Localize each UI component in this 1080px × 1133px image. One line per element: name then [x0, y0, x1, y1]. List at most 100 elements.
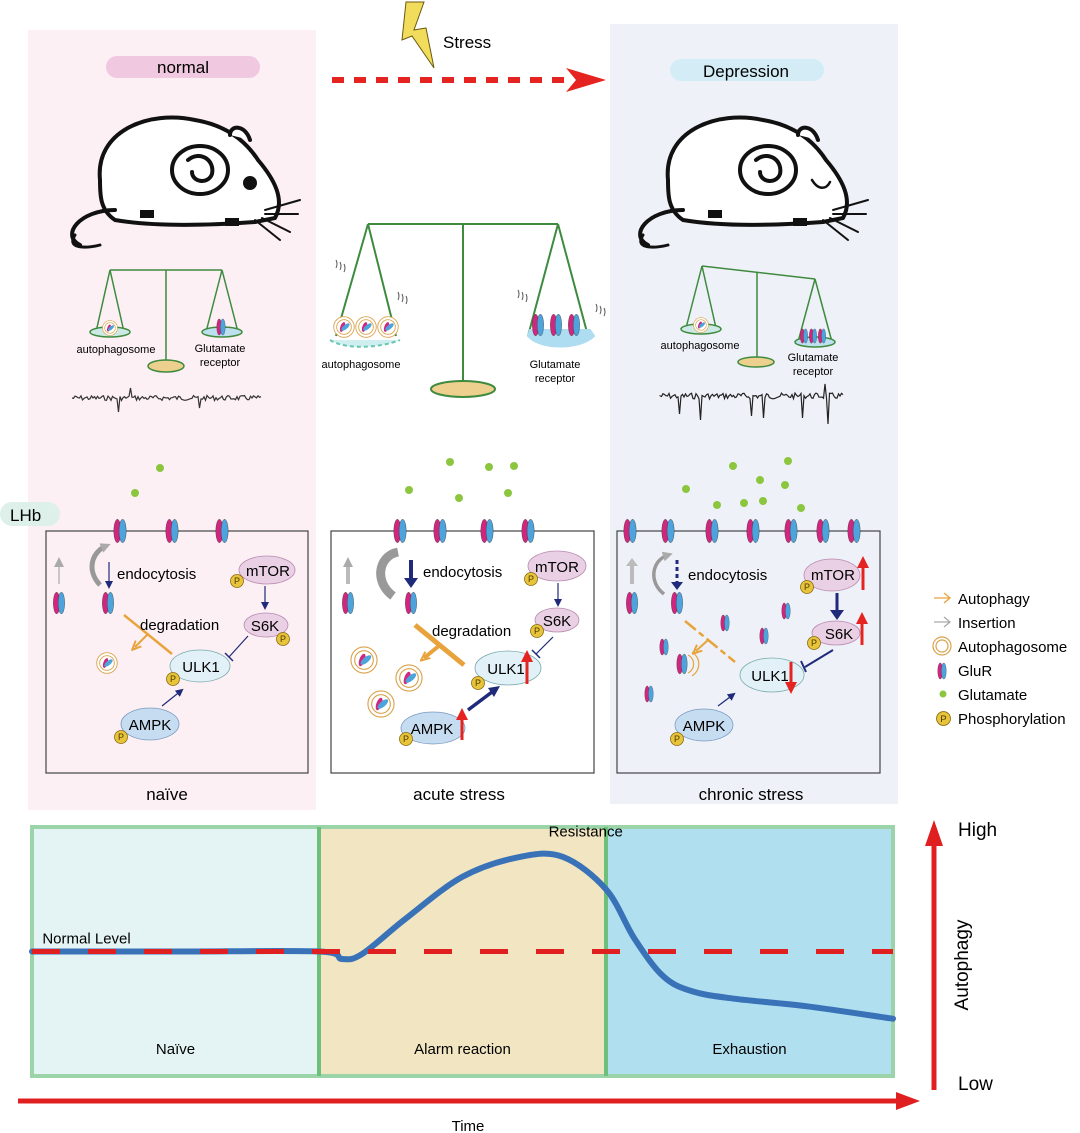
- y-axis-label: Autophagy: [952, 919, 973, 1010]
- stress-arrowhead-icon: [566, 68, 606, 92]
- naive-electrophysiology-trace: [71, 387, 262, 413]
- surface-glur-icon: [784, 519, 798, 543]
- chronic-cell-pathway: endocytosis mTOR S6K ULK1 AMPK: [626, 551, 869, 746]
- normal-pill: normal: [106, 56, 260, 78]
- y-low-label: Low: [958, 1074, 993, 1095]
- glur-icon: [818, 328, 826, 344]
- endocytosis-label: endocytosis: [688, 567, 767, 584]
- recycling-arrow-icon: [89, 543, 111, 587]
- surface-glur-icon: [393, 519, 407, 543]
- ulk1-label: ULK1: [182, 659, 220, 676]
- autophagosome-icon: [932, 636, 952, 656]
- glutamate-dot: [504, 489, 512, 497]
- inhibition-line: [228, 635, 249, 658]
- acute-cell-box: [330, 530, 595, 774]
- glur-icon: [759, 627, 769, 645]
- surface-glur-icon: [623, 519, 637, 543]
- acute-stress-caption: acute stress: [413, 785, 505, 804]
- depressed-mouse-icon: [638, 115, 869, 249]
- autophagy-arrow-icon: [696, 639, 709, 651]
- glutamate-receptor-label: Glutamate: [788, 352, 839, 364]
- surface-glur-icon: [433, 519, 447, 543]
- glur-icon: [216, 318, 226, 336]
- mtor-node: [238, 555, 296, 585]
- glutamate-receptor-label-2: receptor: [793, 366, 834, 378]
- glutamate-dot: [510, 462, 518, 470]
- surface-glur-icon: [480, 519, 494, 543]
- autophagy-bar: [684, 620, 736, 663]
- glutamate-receptor-label-2: receptor: [535, 373, 576, 385]
- glur-icon: [781, 602, 791, 620]
- ulk1-label: ULK1: [487, 661, 525, 678]
- legend-label: Insertion: [958, 615, 1016, 632]
- phosphorylation-icon: [524, 572, 538, 586]
- autophagy-arrow-icon: [135, 633, 149, 647]
- endocytosis-label: endocytosis: [423, 564, 502, 581]
- mtor-label: mTOR: [246, 563, 290, 580]
- normal-mouse-icon: [70, 115, 301, 249]
- autophagosome-icon: [377, 316, 399, 338]
- surface-glur-icon: [746, 519, 760, 543]
- lightning-bolt-icon: [401, 1, 435, 69]
- mtor-node: [527, 550, 587, 582]
- ulk1-node: [169, 649, 231, 683]
- glutamate-dot: [781, 481, 789, 489]
- normal-level-label: Normal Level: [42, 931, 130, 948]
- autophagosome-icon: [333, 316, 355, 338]
- phosphorylation-icon: [807, 636, 821, 650]
- acute-balance-scale: [329, 223, 596, 398]
- vibration-marks-icon: [335, 259, 606, 317]
- chronic-stress-caption: chronic stress: [699, 785, 804, 804]
- autophagy-time-chart: Normal Level Resistance Naïve Alarm reac…: [18, 820, 997, 1133]
- ampk-node: [400, 711, 466, 745]
- glur-icon: [550, 314, 562, 336]
- surface-glur-icon: [165, 519, 179, 543]
- autophagosome-icon: [96, 652, 118, 674]
- legend-label: Autophagosome: [958, 639, 1067, 656]
- phosphorylation-icon: [935, 710, 952, 727]
- glutamate-receptor-label: Glutamate: [195, 343, 246, 355]
- phosphorylation-icon: [114, 730, 128, 744]
- glutamate-dot: [455, 494, 463, 502]
- s6k-node: [534, 607, 580, 633]
- glutamate-dot: [446, 458, 454, 466]
- broken-autophagosome-icon: [687, 651, 700, 677]
- mtor-node: [803, 558, 861, 592]
- glutamate-dot: [797, 504, 805, 512]
- glutamate-dot-icon: [939, 690, 947, 698]
- lhb-label: LHb: [10, 506, 41, 525]
- s6k-label: S6K: [825, 626, 853, 643]
- glutamate-dots: [131, 457, 805, 512]
- surface-glur-icon: [847, 519, 861, 543]
- s6k-node: [811, 620, 861, 646]
- glur-icon: [720, 614, 730, 632]
- glur-icon: [644, 685, 654, 703]
- glutamate-receptor-label: Glutamate: [530, 359, 581, 371]
- surface-receptors: [113, 519, 861, 543]
- glur-icon: [676, 653, 688, 675]
- autophagosome-icon: [693, 317, 709, 333]
- s6k-label: S6K: [251, 618, 279, 635]
- autophagosome-icon: [355, 316, 377, 338]
- lhb-pill: [0, 502, 60, 526]
- depression-pill: Depression: [670, 59, 824, 81]
- ulk1-label: ULK1: [751, 668, 789, 685]
- glutamate-dot: [405, 486, 413, 494]
- glutamate-dot: [682, 485, 690, 493]
- autophagy-axis-arrowhead-icon: [925, 820, 943, 846]
- inhibition-line: [804, 649, 834, 668]
- ampk-node: [120, 707, 180, 741]
- glutamate-dot: [759, 497, 767, 505]
- mtor-label: mTOR: [535, 559, 579, 576]
- ampk-label: AMPK: [411, 721, 454, 738]
- surface-glur-icon: [113, 519, 127, 543]
- glutamate-dot: [713, 501, 721, 509]
- glutamate-dot: [729, 462, 737, 470]
- phosphorylation-icon: [670, 732, 684, 746]
- inhibition-line: [535, 636, 554, 655]
- normal-label: normal: [157, 58, 209, 77]
- orange-arrow-icon: [934, 592, 952, 604]
- gray-arrow-icon: [934, 616, 952, 628]
- legend-label: Autophagy: [958, 591, 1030, 608]
